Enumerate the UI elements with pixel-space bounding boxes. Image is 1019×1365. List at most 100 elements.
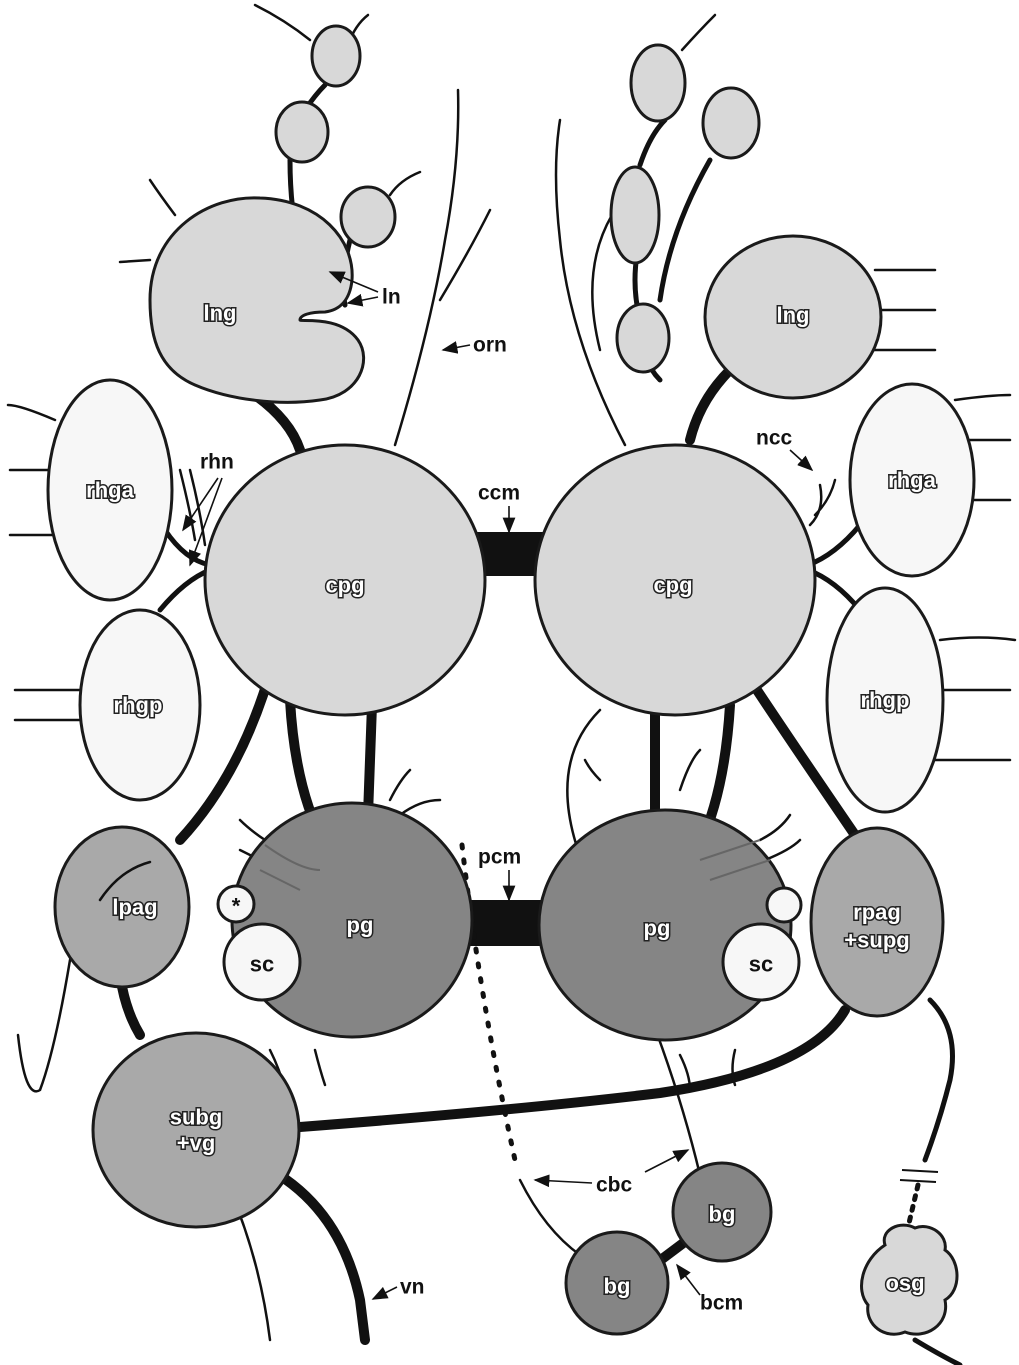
right-rhgp xyxy=(825,586,945,814)
bg-right xyxy=(671,1161,773,1263)
osg-nerve-upper xyxy=(922,997,955,1163)
rpag xyxy=(809,826,945,1018)
left-rhgp xyxy=(78,608,202,802)
lpag xyxy=(53,825,191,989)
label-pg-left: pg xyxy=(347,913,374,938)
right-chain-top xyxy=(680,13,717,52)
ln-arrow-1 xyxy=(328,271,379,293)
label-rpag-line2: +supg xyxy=(844,928,909,953)
right-pg-inner-strands xyxy=(699,839,771,881)
rhn-arrow-2 xyxy=(188,477,223,567)
left-cpg xyxy=(203,443,487,717)
left-rhga-nerves xyxy=(6,403,57,537)
label-orn: orn xyxy=(473,334,507,357)
right-cpg xyxy=(533,443,817,717)
label-bg-right: bg xyxy=(709,1202,736,1227)
label-pcm: pcm xyxy=(478,846,521,869)
pedal-commissure xyxy=(470,900,550,946)
left-rhga xyxy=(46,378,174,602)
osg-break-2 xyxy=(899,1179,937,1183)
label-lng-left: lng xyxy=(204,301,237,326)
left-rhgp-connective xyxy=(157,567,213,613)
bcm-arrow xyxy=(676,1263,701,1296)
right-rhga-connective xyxy=(805,522,863,568)
osg-break-1 xyxy=(901,1169,939,1173)
cbc-arrow-2 xyxy=(644,1149,690,1173)
label-sc-left: sc xyxy=(250,952,274,977)
label-pg-right: pg xyxy=(644,916,671,941)
label-rhn: rhn xyxy=(200,451,234,474)
label-ccm: ccm xyxy=(478,482,520,505)
right-small-circle xyxy=(765,886,803,924)
left-orn-branch xyxy=(438,208,492,302)
right-lng-connective xyxy=(685,365,735,445)
left-lng xyxy=(148,196,366,404)
label-bcm: bcm xyxy=(700,1292,743,1315)
orn-arrow xyxy=(441,341,471,354)
right-chain-link-2 xyxy=(657,157,713,303)
label-lpag: lpag xyxy=(112,895,157,920)
label-rhga-right: rhga xyxy=(888,468,936,493)
leader-lines xyxy=(182,271,814,1300)
label-cpg-right: cpg xyxy=(653,573,692,598)
left-rhgp-nerves xyxy=(13,688,82,722)
right-lng-nerves xyxy=(868,268,937,352)
cbc-left-solid xyxy=(518,1178,582,1257)
label-cpg-left: cpg xyxy=(325,573,364,598)
right-rhga xyxy=(848,382,976,578)
label-subg-line2: +vg xyxy=(177,1131,216,1156)
cbc-arrow-1 xyxy=(533,1174,593,1188)
ncc-arrow xyxy=(789,449,814,472)
label-bg-left: bg xyxy=(604,1274,631,1299)
rhn-nerves xyxy=(178,468,207,547)
left-chain-link-3 xyxy=(253,3,312,42)
ganglia-layer xyxy=(46,24,976,1336)
right-pg-thin-nerves xyxy=(583,748,802,1092)
osg xyxy=(860,1223,959,1336)
left-cpg-pg-connective-2 xyxy=(363,700,377,820)
label-rhga-left: rhga xyxy=(86,478,134,503)
left-chain-ganglion-mid xyxy=(274,100,330,164)
left-orn-nerve xyxy=(393,88,460,447)
lpag-internal-nerve xyxy=(98,860,152,902)
left-pg-inner-strands xyxy=(259,844,321,891)
bg-left xyxy=(564,1230,670,1336)
label-lng-right: lng xyxy=(777,303,810,328)
osg-nerve-lower xyxy=(912,1337,963,1365)
visceral-loop-nerve xyxy=(295,1005,850,1132)
right-lng xyxy=(703,234,883,400)
right-rhgp-nerves xyxy=(933,636,1017,762)
right-orn-branch xyxy=(591,213,614,352)
ln-arrow-2 xyxy=(346,293,379,307)
right-sc xyxy=(721,922,801,1002)
label-subg-line1: subg xyxy=(170,1105,223,1130)
right-orn-nerve xyxy=(554,118,627,447)
left-chain-side xyxy=(388,170,422,197)
left-chain-ganglion-top xyxy=(310,24,362,88)
label-sc-right: sc xyxy=(749,952,773,977)
vn-arrow xyxy=(371,1286,398,1300)
left-chain-ganglion-low xyxy=(339,185,397,249)
left-sc xyxy=(222,922,302,1002)
right-chain-ganglion-lower xyxy=(615,302,671,374)
label-rhgp-left: rhgp xyxy=(114,693,163,718)
right-chain-link-1 xyxy=(637,117,668,168)
right-chain-ganglion-right xyxy=(701,86,761,160)
label-ncc: ncc xyxy=(756,427,793,450)
label-rpag-line1: rpag xyxy=(853,900,901,925)
ncc-nerves xyxy=(808,478,837,527)
subg xyxy=(91,1031,301,1229)
labels-layer: lng lng ln orn rhga rhga rhgp rhgp rhn c… xyxy=(85,286,938,1315)
right-chain-ganglion-top xyxy=(629,43,687,123)
label-asterisk: * xyxy=(232,894,241,919)
label-rhgp-right: rhgp xyxy=(861,688,910,713)
label-vn: vn xyxy=(400,1276,425,1299)
label-osg: osg xyxy=(885,1271,924,1296)
left-asterisk-circle xyxy=(216,884,256,924)
left-lng-nerves xyxy=(118,178,177,264)
label-ln: ln xyxy=(382,286,401,309)
right-chain-ganglion-oval xyxy=(609,165,661,265)
label-cbc: cbc xyxy=(596,1174,633,1197)
left-pg-thin-nerves xyxy=(238,768,442,1092)
